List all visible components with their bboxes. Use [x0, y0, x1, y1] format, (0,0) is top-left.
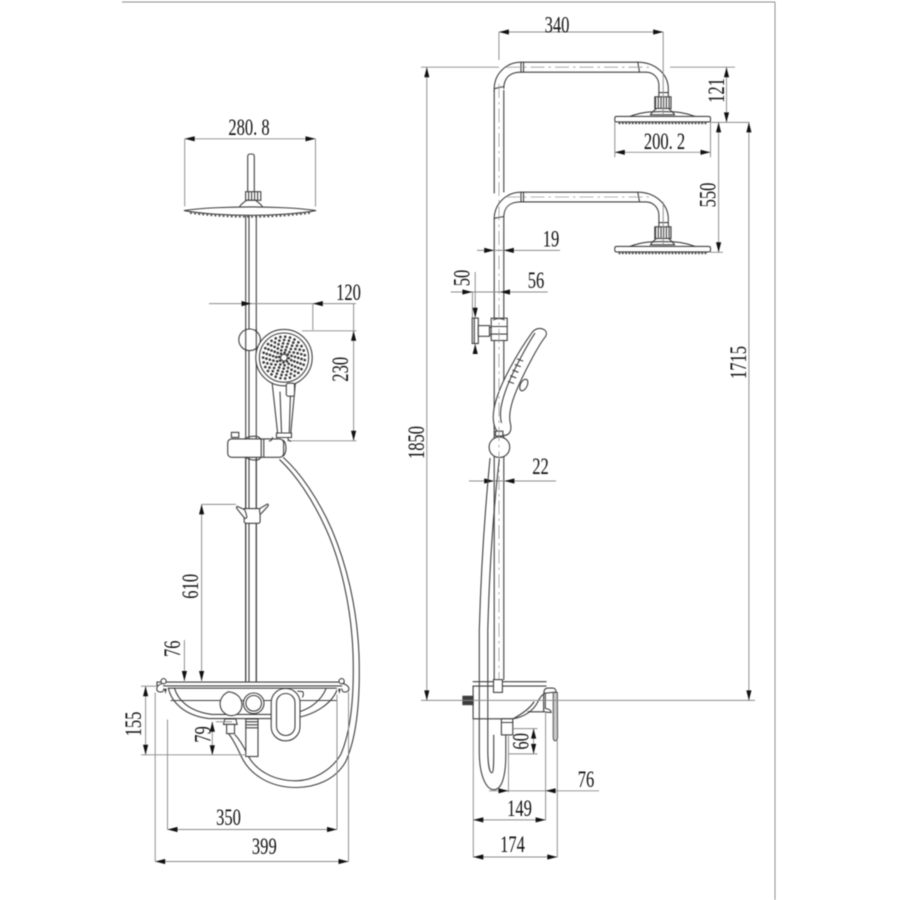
svg-text:399: 399	[252, 834, 277, 859]
svg-text:610: 610	[179, 574, 204, 599]
svg-text:230: 230	[329, 357, 354, 382]
svg-text:149: 149	[507, 796, 532, 821]
svg-text:79: 79	[191, 726, 216, 743]
svg-text:76: 76	[578, 767, 595, 792]
svg-text:174: 174	[500, 832, 525, 857]
svg-text:1715: 1715	[727, 346, 752, 379]
svg-text:56: 56	[528, 268, 545, 293]
svg-text:155: 155	[121, 712, 146, 737]
svg-text:350: 350	[216, 805, 241, 830]
svg-text:19: 19	[543, 227, 560, 252]
svg-text:76: 76	[161, 640, 186, 657]
svg-text:50: 50	[450, 270, 475, 287]
svg-text:60: 60	[509, 733, 534, 750]
svg-text:550: 550	[696, 183, 721, 208]
svg-text:200. 2: 200. 2	[644, 129, 685, 154]
svg-text:340: 340	[545, 13, 570, 38]
svg-text:22: 22	[532, 454, 549, 479]
svg-text:121: 121	[705, 78, 730, 103]
svg-text:1850: 1850	[404, 426, 429, 459]
svg-text:120: 120	[336, 280, 361, 305]
svg-text:280. 8: 280. 8	[228, 116, 269, 141]
